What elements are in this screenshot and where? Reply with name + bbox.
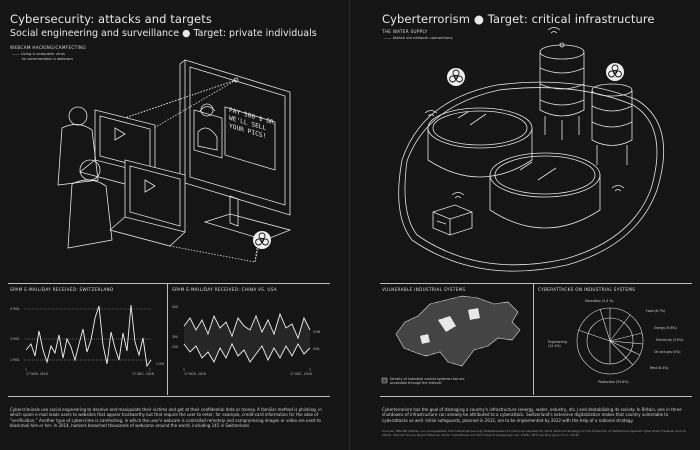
- chart-china-usa-title: SPAM E-MAIL/DAY RECEIVED: CHINA VS. USA: [172, 287, 277, 292]
- pie-label-energy: Energy (9.6%): [654, 326, 677, 330]
- pie-label-education: Education (3.4 %): [585, 299, 614, 303]
- chart1-xlabel-1: 17 NOV. 2016: [26, 372, 48, 376]
- map-legend-2: accessible through the internet: [390, 381, 442, 385]
- chart-switzerland-title: SPAM E-MAIL/DAY RECEIVED: SWITZERLAND: [10, 287, 114, 292]
- chart1-end-label: 1.5M: [156, 362, 164, 366]
- right-title: Cyberterrorism ● Target: critical infras…: [382, 12, 655, 26]
- chart2-ylabel-3: 200: [172, 345, 179, 349]
- center-fold: [349, 0, 350, 450]
- pie-label-production: Production (52.6%): [598, 380, 629, 384]
- chart2-end-usa: USA: [313, 347, 320, 351]
- webcam-section-note-1: —— Using a computer virus: [12, 51, 65, 56]
- left-divider-top: [8, 283, 330, 284]
- pie-label-oil-gas: Oil and gas (5%): [654, 350, 681, 354]
- pie-label-electricity: Electricity (3.6%): [656, 338, 684, 342]
- chart2-ylabel-1: 500: [172, 305, 179, 309]
- chart1-ylabel-1: 4 MIO.: [10, 307, 21, 311]
- left-title: Cybersecurity: attacks and targets: [10, 12, 212, 26]
- pie-label-engineering: Engineering (12.4%): [548, 340, 568, 348]
- pie-title: CYBERATTACKS ON INDUSTRIAL SYSTEMS: [538, 287, 636, 292]
- sources-note: Sources: MELANI (Melde- und Analysestell…: [382, 429, 687, 437]
- right-paragraph: Cyberterrorism has the goal of damaging …: [382, 407, 682, 423]
- left-paragraph: Cybercriminals use social engineering to…: [10, 407, 322, 429]
- right-chart-divider: [533, 283, 534, 395]
- chart1-ylabel-2: 3 MIO.: [10, 337, 21, 341]
- webcam-section-label: WEBCAM HACKING/CAMFECTING: [10, 45, 87, 50]
- webcam-section-note-2: to commandeer a webcam: [22, 56, 73, 61]
- left-subtitle: Social engineering and surveillance ● Ta…: [10, 28, 317, 39]
- pie-label-food: Food (6.7%): [646, 309, 666, 313]
- map-legend-1: Density of industrial control systems th…: [390, 377, 465, 381]
- chart1-ylabel-3: 1 MIO.: [10, 358, 21, 362]
- left-chart-divider: [167, 283, 168, 395]
- right-divider-top: [380, 283, 692, 284]
- pie-label-rest: Rest (8.4%): [650, 366, 669, 370]
- chart2-xlabel-2: 17 DEC. 2016: [290, 372, 312, 376]
- left-divider-bottom: [8, 396, 330, 397]
- water-section-label: THE WATER SUPPLY: [382, 29, 428, 34]
- chart1-xlabel-2: 17 DEC. 2016: [132, 372, 154, 376]
- chart2-ylabel-2: 300: [172, 335, 179, 339]
- right-divider-bottom: [380, 396, 692, 397]
- chart2-end-chn: CHN: [313, 330, 321, 334]
- water-section-note: —— Attack via network connections: [384, 35, 453, 40]
- map-title: VULNERABLE INDUSTRIAL SYSTEMS: [382, 287, 466, 292]
- chart2-xlabel-1: 17 NOV. 2016: [184, 372, 206, 376]
